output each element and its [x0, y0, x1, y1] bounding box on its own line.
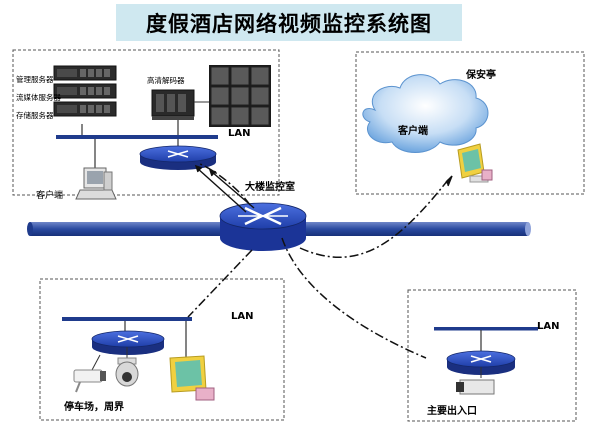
cloud-icon [362, 74, 489, 153]
zone-parking [39, 278, 285, 421]
diagram-title-box: 度假酒店网络视频监控系统图 [116, 4, 462, 41]
decoder-icon [151, 89, 195, 120]
switch-icon [91, 330, 165, 355]
lan-bottom-right-label: LAN [537, 321, 560, 332]
link-lines [187, 163, 449, 359]
main-entrance-label: 主要出入口 [427, 406, 477, 417]
client-left-label: 客户端 [36, 191, 64, 201]
guard-booth-label: 保安亭 [466, 70, 496, 81]
lan-bar-bottom-left [62, 317, 192, 321]
server-icon [53, 65, 117, 117]
pc-icon [75, 167, 117, 200]
storage-server-label: 存储服务器 [16, 111, 54, 120]
pc-icon [457, 143, 493, 183]
arrow-lines [194, 164, 453, 213]
video-wall-icon [209, 65, 271, 127]
zone-monitor-room [12, 49, 280, 196]
monitor-room-label: 大楼监控室 [245, 182, 295, 193]
lan-top-label: LAN [228, 128, 251, 139]
dome-camera-icon [115, 357, 139, 387]
box-camera-icon [456, 379, 495, 395]
switch-icon [139, 145, 217, 170]
pc-icon [169, 355, 215, 401]
parking-label: 停车场，周界 [64, 402, 124, 413]
lan-bar-bottom-right [434, 327, 538, 331]
lan-bottom-left-label: LAN [231, 311, 254, 322]
client-cloud-label: 客户端 [398, 126, 428, 137]
zone-main-entrance [407, 289, 577, 422]
stream-server-label: 流媒体服务器 [16, 93, 61, 102]
mgmt-server-label: 管理服务器 [16, 75, 54, 84]
router-icon [219, 202, 307, 251]
diagram-title: 度假酒店网络视频监控系统图 [146, 11, 432, 36]
bullet-camera-icon [73, 369, 106, 393]
hd-decoder-label: 高清解码器 [147, 76, 185, 85]
lan-bar-top [56, 135, 218, 139]
